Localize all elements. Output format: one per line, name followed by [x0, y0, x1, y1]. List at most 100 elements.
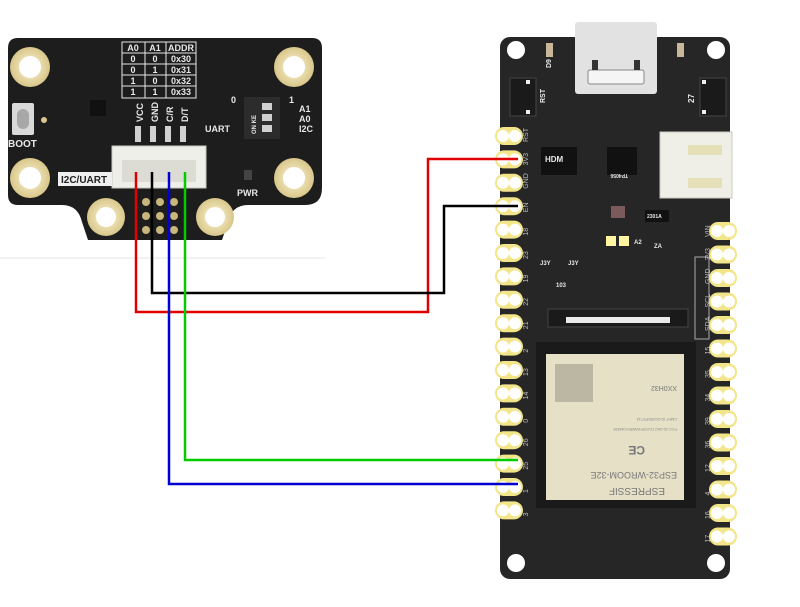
pin-label: GND: [705, 268, 712, 284]
battery-connector: [659, 131, 733, 199]
table-cell: 1: [152, 65, 157, 75]
table-cell: 0x30: [171, 54, 191, 64]
pin-label-gnd: GND: [150, 102, 160, 123]
pin-label-dt: D/T: [180, 107, 190, 122]
table-cell: 0: [130, 65, 135, 75]
charger-chip-label: TP4056: [610, 172, 628, 178]
pin-right-gnd: GND: [705, 268, 737, 287]
pin-label-cr: C/R: [165, 106, 175, 122]
module-cmiit: CMIIT ID:2020DP2713: [636, 417, 677, 422]
test-pad: [41, 117, 47, 123]
module-model: ESP32-WROOM-32E: [590, 470, 677, 480]
pin-left-rst: RST: [495, 127, 530, 145]
boot-label: BOOT: [8, 139, 37, 150]
pin-label: 18: [523, 228, 530, 236]
pin-right-sda: SDA: [705, 316, 737, 334]
pin-left-23: 23: [495, 244, 530, 262]
wire-dt-to-26: [183, 172, 518, 462]
pin-label-vcc: VCC: [135, 102, 145, 122]
switch-label-a0: A0: [299, 114, 311, 124]
table-cell: 0: [152, 76, 157, 86]
module-brand: ESPRESSIF: [609, 485, 665, 496]
pin-right-36: 36: [705, 433, 737, 452]
pin-left-14: 14: [495, 384, 530, 403]
i2c-uart-connector: [111, 126, 207, 189]
pin-left-22: 22: [495, 290, 530, 309]
pin-label: 35: [705, 370, 712, 378]
pin-label: SDA: [705, 316, 712, 331]
pin-right-12: 12: [705, 457, 737, 475]
pin-label: 39: [705, 417, 712, 425]
pin-right-16: 16: [705, 504, 737, 522]
pin-label: 21: [523, 321, 530, 329]
label-27: 27: [687, 94, 696, 103]
pin-label: 0: [523, 419, 530, 423]
mounting-hole: [196, 198, 234, 236]
table-header-a0: A0: [127, 43, 139, 53]
smd-part: [546, 43, 553, 57]
ldo-chip-label: HDM: [545, 155, 564, 164]
pin-right-35: 35: [705, 363, 737, 381]
wire-gnd-to-gnd: [150, 172, 518, 295]
regulator-label: 2301A: [647, 214, 662, 220]
switch-label-i2c: I2C: [299, 124, 314, 134]
j3y-label-1: J3Y: [540, 261, 551, 267]
pin-left-18: 18: [495, 220, 530, 239]
mounting-hole: [274, 47, 314, 87]
mounting-hole: [707, 41, 725, 59]
diode-label: A2: [634, 240, 642, 246]
pin-label: 3: [523, 512, 530, 516]
pin-label: 3V3: [705, 248, 712, 261]
pin-left-21: 21: [495, 314, 530, 333]
pin-label: SCL: [705, 294, 712, 308]
esp32-board: D9 RST 27 HDM TP4056: [495, 22, 737, 579]
pin-label: 14: [523, 392, 530, 400]
ldo-chip: HDM: [541, 147, 577, 175]
table-cell: 1: [130, 76, 135, 86]
pin-right-scl: SCL: [705, 292, 737, 311]
fpc-connector: [547, 308, 689, 328]
pwr-led: [244, 170, 252, 180]
pin-right-vin: VIN: [705, 222, 737, 240]
connector-label: I2C/UART: [61, 175, 107, 186]
wire-vcc-to-3v3: [134, 157, 518, 314]
address-table: A0 A1 ADDR 0 0 0x30 0 1 0x31 1 0 0x32 1 …: [121, 41, 197, 99]
pin-label: VIN: [705, 225, 712, 237]
pin-label: 16: [705, 511, 712, 519]
rst-button[interactable]: [509, 77, 537, 117]
module-fcc: FCC ID:2AC7Z-ESP32WROOM32E: [613, 427, 677, 432]
pin-right-17: 17: [705, 527, 737, 546]
button-27[interactable]: [699, 77, 727, 117]
pin-label: 17: [705, 535, 712, 543]
switch-right-num: 1: [289, 95, 294, 105]
mounting-hole: [507, 41, 525, 59]
table-header-a1: A1: [149, 43, 161, 53]
table-cell: 1: [152, 87, 157, 97]
smd-pad: [619, 236, 629, 246]
mounting-hole: [507, 554, 525, 572]
pin-label: RST: [523, 127, 530, 142]
zener-label: ZA: [654, 244, 663, 250]
rgb-led: [611, 206, 625, 218]
res-103-label: 103: [556, 283, 567, 289]
pin-label: 3V3: [523, 153, 530, 166]
smd-pad: [606, 236, 616, 246]
connector-label-bg: [58, 172, 112, 186]
pin-label: 36: [705, 441, 712, 449]
pin-label: 19: [523, 275, 530, 283]
table-cell: 0: [152, 54, 157, 64]
pin-label: GND: [523, 173, 530, 189]
pin-right-15: 15: [705, 339, 737, 358]
pin-label: 23: [523, 251, 530, 259]
pin-label: 15: [705, 347, 712, 355]
dip-switch[interactable]: [244, 97, 280, 139]
pin-label: 22: [523, 298, 530, 306]
wire-cr-to-25: [167, 172, 518, 486]
pin-label: 4: [705, 492, 712, 496]
i2c-label-box: [694, 256, 710, 340]
pin-label: 2: [523, 349, 530, 353]
pin-label: 12: [705, 464, 712, 472]
boot-button[interactable]: [12, 103, 34, 135]
qr-code: [555, 364, 593, 402]
